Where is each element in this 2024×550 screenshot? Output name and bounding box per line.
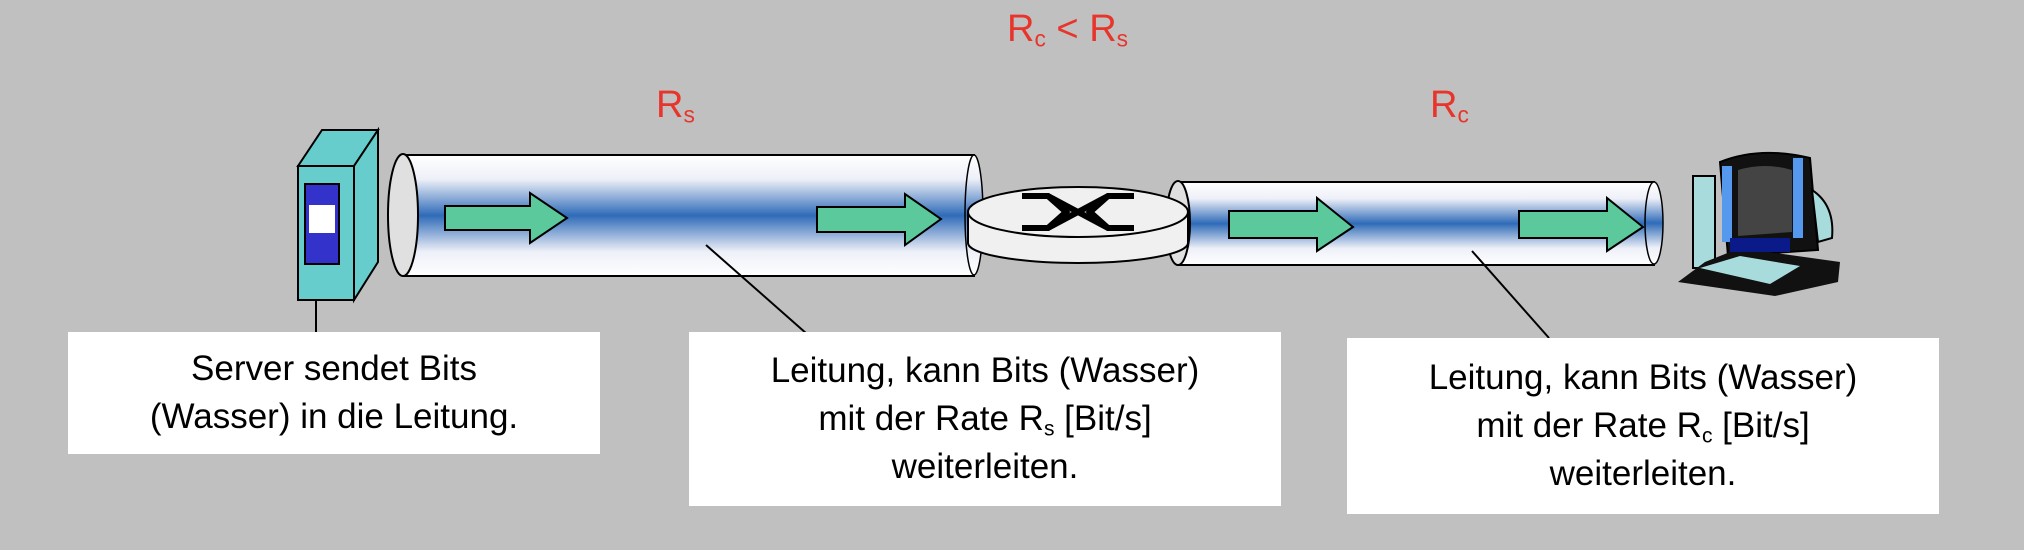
rate-symbol: R (1430, 84, 1458, 126)
caption-line: Leitung, kann Bits (Wasser) (770, 351, 1200, 390)
link-pipe-rc (1165, 180, 1664, 266)
server-icon (296, 126, 380, 304)
rc-symbol: R (1007, 8, 1035, 50)
arrow-right-icon (444, 191, 569, 245)
rc-subscript: c (1034, 25, 1046, 52)
link2-caption-box: Leitung, kann Bits (Wasser) mit der Rate… (1347, 338, 1939, 514)
arrow-right-icon (1518, 195, 1645, 253)
link1-caption-box: Leitung, kann Bits (Wasser) mit der Rate… (689, 332, 1281, 506)
caption-line: Server sendet Bits (191, 349, 477, 388)
caption-text: [Bit/s] (1054, 399, 1152, 438)
arrow-right-icon (816, 192, 943, 247)
router-icon (967, 186, 1189, 264)
link-pipe-rs (387, 153, 984, 277)
caption-line: mit der Rate Rs [Bit/s] (689, 395, 1281, 443)
caption-text: mit der Rate R (1476, 406, 1702, 445)
rate-subscript: c (1457, 101, 1469, 128)
caption-line: weiterleiten. (1549, 454, 1737, 493)
link2-rate-label: Rc (1430, 84, 1469, 126)
link1-leader-line (705, 244, 808, 335)
link2-leader-line (1471, 250, 1550, 339)
caption-line: weiterleiten. (891, 447, 1079, 486)
caption-line: Leitung, kann Bits (Wasser) (1428, 358, 1858, 397)
rate-condition-label: Rc < Rs (1007, 8, 1128, 50)
caption-line: (Wasser) in die Leitung. (149, 397, 519, 436)
less-than-sign: < (1056, 8, 1079, 50)
rs-symbol: R (1089, 8, 1117, 50)
caption-subscript: c (1701, 424, 1713, 448)
link1-rate-label: Rs (656, 84, 695, 126)
computer-icon (1678, 151, 1840, 296)
rate-subscript: s (683, 101, 695, 128)
rate-symbol: R (656, 84, 684, 126)
caption-subscript: s (1043, 417, 1055, 441)
server-caption-box: Server sendet Bits (Wasser) in die Leitu… (68, 332, 600, 454)
caption-text: mit der Rate R (818, 399, 1044, 438)
caption-text: [Bit/s] (1712, 406, 1810, 445)
arrow-right-icon (1228, 195, 1355, 253)
caption-line: mit der Rate Rc [Bit/s] (1347, 402, 1939, 450)
rs-subscript: s (1116, 25, 1129, 52)
